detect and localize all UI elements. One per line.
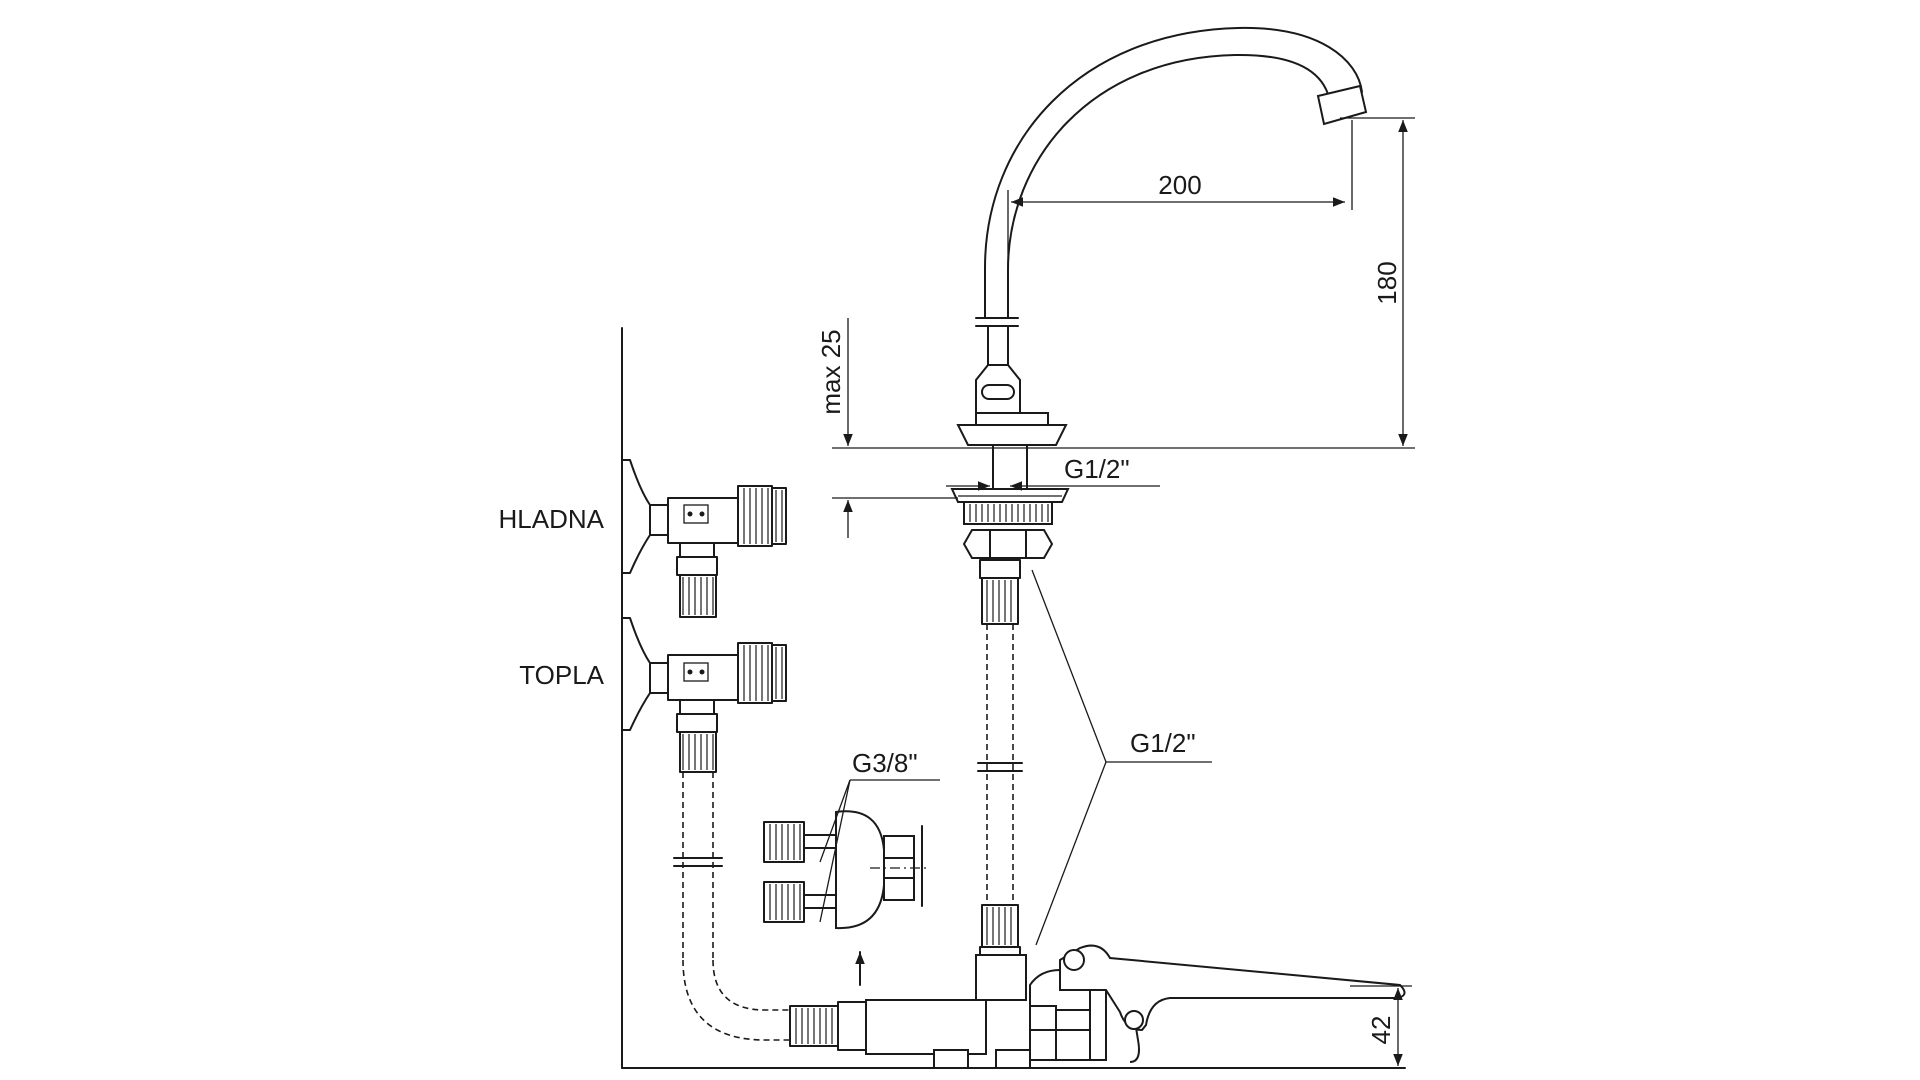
angle-valve-hot bbox=[621, 617, 787, 773]
pedal-valve bbox=[865, 944, 1406, 1069]
dimension-reach: 200 bbox=[1007, 120, 1353, 290]
callout-mount-thread: G1/2" bbox=[946, 454, 1160, 491]
dimension-pedal-height-value: 42 bbox=[1366, 1016, 1396, 1045]
supply-hose-right bbox=[977, 559, 1023, 964]
countertop-reference-line bbox=[832, 447, 1415, 499]
dimension-max-thickness: max 25 bbox=[816, 318, 853, 538]
dimension-pedal-height: 42 bbox=[1350, 985, 1412, 1066]
dimension-max-thickness-value: max 25 bbox=[816, 329, 846, 414]
mount-thread-label: G1/2" bbox=[1064, 454, 1130, 484]
callout-hose-thread: G1/2" bbox=[1031, 569, 1212, 946]
dimension-height: 180 bbox=[1340, 117, 1415, 446]
spout-assembly bbox=[950, 26, 1368, 559]
inlet-thread-label: G3/8" bbox=[852, 748, 918, 778]
dimension-reach-value: 200 bbox=[1158, 170, 1201, 200]
dimension-height-value: 180 bbox=[1372, 261, 1402, 304]
cold-label: HLADNA bbox=[499, 504, 605, 534]
hose-thread-label: G1/2" bbox=[1130, 728, 1196, 758]
hot-label: TOPLA bbox=[519, 660, 604, 690]
angle-valve-cold bbox=[621, 459, 787, 618]
inlet-fitting-detail bbox=[763, 779, 940, 986]
